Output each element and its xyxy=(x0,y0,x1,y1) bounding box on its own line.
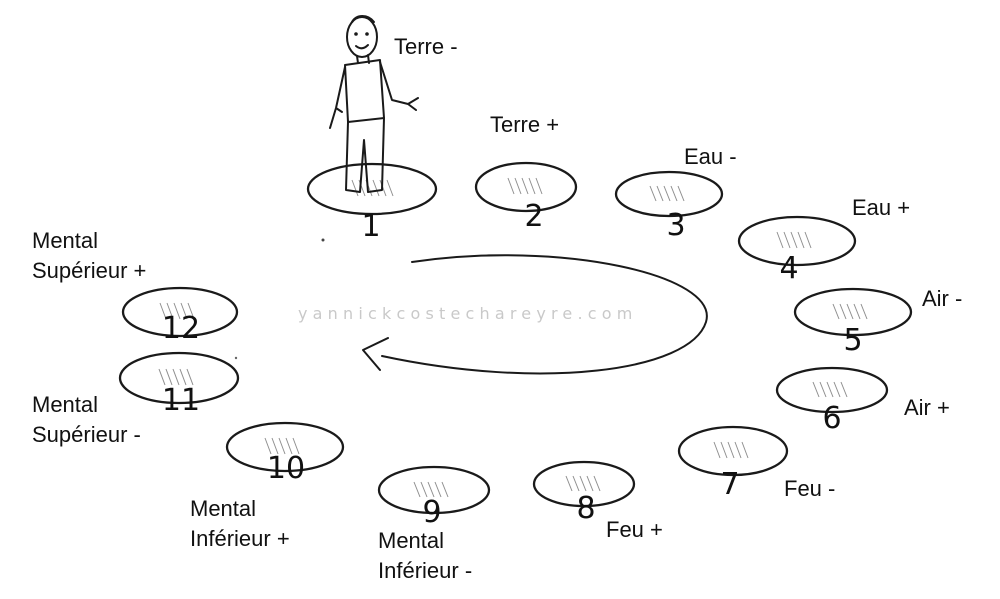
stone-11-label: Mental Supérieur - xyxy=(32,392,141,447)
stone-6: 6 xyxy=(775,366,889,436)
stone-1-label: Terre - xyxy=(394,34,458,59)
stone-number: 12 xyxy=(162,311,200,346)
stone-8-label: Feu + xyxy=(606,517,663,542)
stone-9-label: Mental Inférieur - xyxy=(378,528,472,583)
stone-texture xyxy=(649,185,685,202)
stone-number: 9 xyxy=(422,495,441,530)
stone-number: 1 xyxy=(361,209,380,244)
stone-5-label: Air - xyxy=(922,286,962,311)
stone-number: 5 xyxy=(843,323,862,358)
stone-texture xyxy=(776,231,812,249)
stone-number: 4 xyxy=(779,251,798,286)
stone-texture xyxy=(507,177,543,195)
stone-10-label: Mental Inférieur + xyxy=(190,496,290,551)
stone-12-label: Mental Supérieur + xyxy=(32,228,146,283)
stone-number: 10 xyxy=(267,451,305,486)
stone-3-label: Eau - xyxy=(684,144,737,169)
stray-dot xyxy=(234,356,238,360)
stone-12: 12 xyxy=(121,286,239,346)
stone-9: 9 xyxy=(377,465,491,530)
stone-texture xyxy=(565,475,601,492)
stone-number: 7 xyxy=(720,467,739,502)
stone-3: 3 xyxy=(614,170,724,243)
stone-5: 5 xyxy=(793,287,913,358)
stone-6-label: Air + xyxy=(904,395,950,420)
person-figure xyxy=(329,15,419,193)
stone-texture xyxy=(832,303,868,320)
stone-number: 6 xyxy=(822,401,841,436)
watermark: yannickcostechareyre.com xyxy=(298,304,638,323)
stone-2-label: Terre + xyxy=(490,112,559,137)
stone-number: 3 xyxy=(666,208,685,243)
stone-1: 1 xyxy=(306,162,438,244)
stone-11: 11 xyxy=(118,351,240,418)
stone-number: 8 xyxy=(576,491,595,526)
stone-7-label: Feu - xyxy=(784,476,835,501)
stone-7: 7 xyxy=(677,425,789,502)
stone-texture xyxy=(713,441,749,459)
stone-texture xyxy=(264,437,300,455)
stone-4-label: Eau + xyxy=(852,195,910,220)
stone-2: 2 xyxy=(474,161,578,234)
stone-number: 2 xyxy=(524,199,543,234)
stone-texture xyxy=(158,368,194,386)
stone-4: 4 xyxy=(737,215,857,286)
stray-dot xyxy=(321,238,325,242)
stone-texture xyxy=(413,481,449,498)
cycle-arrow xyxy=(362,254,708,375)
stone-texture xyxy=(812,381,848,398)
stone-texture xyxy=(159,302,195,320)
stone-8: 8 xyxy=(532,460,636,526)
stone-number: 11 xyxy=(162,383,200,418)
stone-10: 10 xyxy=(225,421,345,486)
